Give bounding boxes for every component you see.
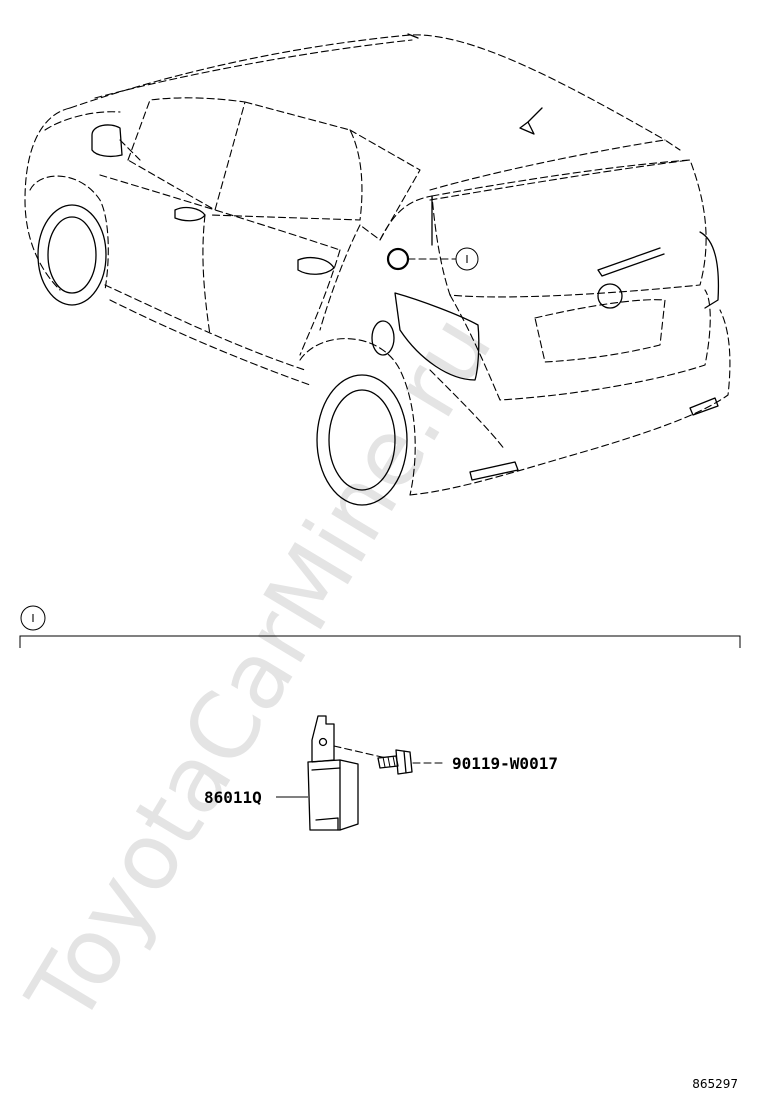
diagram-id: 865297 (692, 1077, 738, 1091)
callout-marker-label: I (465, 253, 468, 266)
section-marker-circle[interactable] (20, 605, 46, 631)
car-illustration (24, 33, 731, 506)
module-bracket-icon[interactable] (307, 715, 359, 831)
callout-marker-circle[interactable] (455, 247, 479, 271)
section-bracket (19, 635, 741, 648)
watermark-text: ToyotaCarMine.ru (7, 297, 513, 1042)
callout-target-circle[interactable] (386, 247, 410, 271)
bolt-icon[interactable] (377, 749, 413, 775)
section-marker-label: I (31, 612, 34, 625)
part-number-86011Q[interactable]: 86011Q (204, 788, 262, 807)
part-number-90119-W0017[interactable]: 90119-W0017 (452, 754, 558, 773)
bolt-alignment-line (333, 745, 387, 759)
